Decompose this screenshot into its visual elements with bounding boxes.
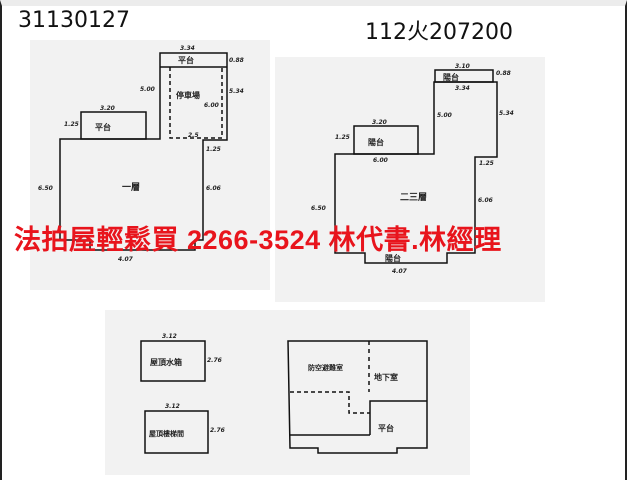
label-balcony-top: 陽台	[443, 72, 459, 82]
dim: 3.34	[455, 85, 470, 92]
label-stair-room: 屋頂樓梯間	[149, 429, 184, 438]
label-balcony-top: 平台	[178, 55, 194, 65]
document-number: 31130127	[18, 8, 130, 33]
dim: 5.34	[229, 88, 244, 95]
floor-plan-roof-basement: 屋頂水箱 屋頂樓梯間 防空避難室 地下室 平台 3.12 2.76 3.12 2…	[140, 333, 428, 454]
dim: 2.5	[188, 132, 199, 139]
dim: 0.88	[496, 70, 511, 77]
dim: 6.06	[206, 185, 221, 192]
dim: 5.00	[140, 86, 155, 93]
dim: 6.50	[38, 185, 53, 192]
dim: 3.34	[180, 45, 195, 52]
dim: 1.25	[64, 121, 79, 128]
label-platform: 平台	[378, 423, 394, 433]
label-water-tank: 屋頂水箱	[150, 357, 182, 367]
scan-panel-1f	[30, 40, 270, 290]
dim: 3.20	[372, 119, 387, 126]
label-basement: 地下室	[374, 372, 398, 382]
dim: 0.88	[229, 57, 244, 64]
scan-panel-23f	[275, 57, 545, 302]
label-floor-23: 二三層	[400, 191, 427, 203]
dim: 2.76	[210, 427, 225, 434]
dim: 3.10	[455, 63, 470, 70]
dim: 1.25	[206, 146, 221, 153]
contact-watermark: 法拍屋輕鬆買 2266-3524 林代書.林經理	[14, 225, 502, 255]
dim: 6.50	[311, 205, 326, 212]
label-parking: 停車場	[176, 90, 200, 100]
label-balcony-bottom: 陽台	[385, 253, 401, 263]
dim: 3.12	[162, 333, 177, 340]
dim: 4.07	[392, 268, 408, 275]
dim: 1.25	[479, 160, 494, 167]
dim: 4.07	[118, 256, 134, 263]
dim: 6.06	[478, 197, 493, 204]
floor-plan-1f: 平台 停車場 平台 一層 3.34 0.88 5.00 5.34 6.00 2.…	[38, 45, 244, 263]
label-balcony-left: 陽台	[368, 137, 384, 147]
dim: 5.00	[437, 112, 452, 119]
label-shelter: 防空避難室	[308, 363, 343, 372]
floor-plan-23f: 陽台 陽台 二三層 陽台 3.10 3.34 0.88 5.00 5.34 3.…	[311, 63, 514, 275]
dim: 6.00	[373, 157, 388, 164]
label-floor-1: 一層	[122, 181, 140, 193]
dim: 2.76	[207, 357, 222, 364]
dim: 6.00	[204, 102, 219, 109]
dim: 3.12	[165, 403, 180, 410]
dim: 5.34	[499, 110, 514, 117]
case-number: 112火207200	[365, 20, 513, 45]
dim: 3.20	[100, 105, 115, 112]
label-balcony-left: 平台	[95, 122, 111, 132]
dim: 1.25	[335, 134, 350, 141]
